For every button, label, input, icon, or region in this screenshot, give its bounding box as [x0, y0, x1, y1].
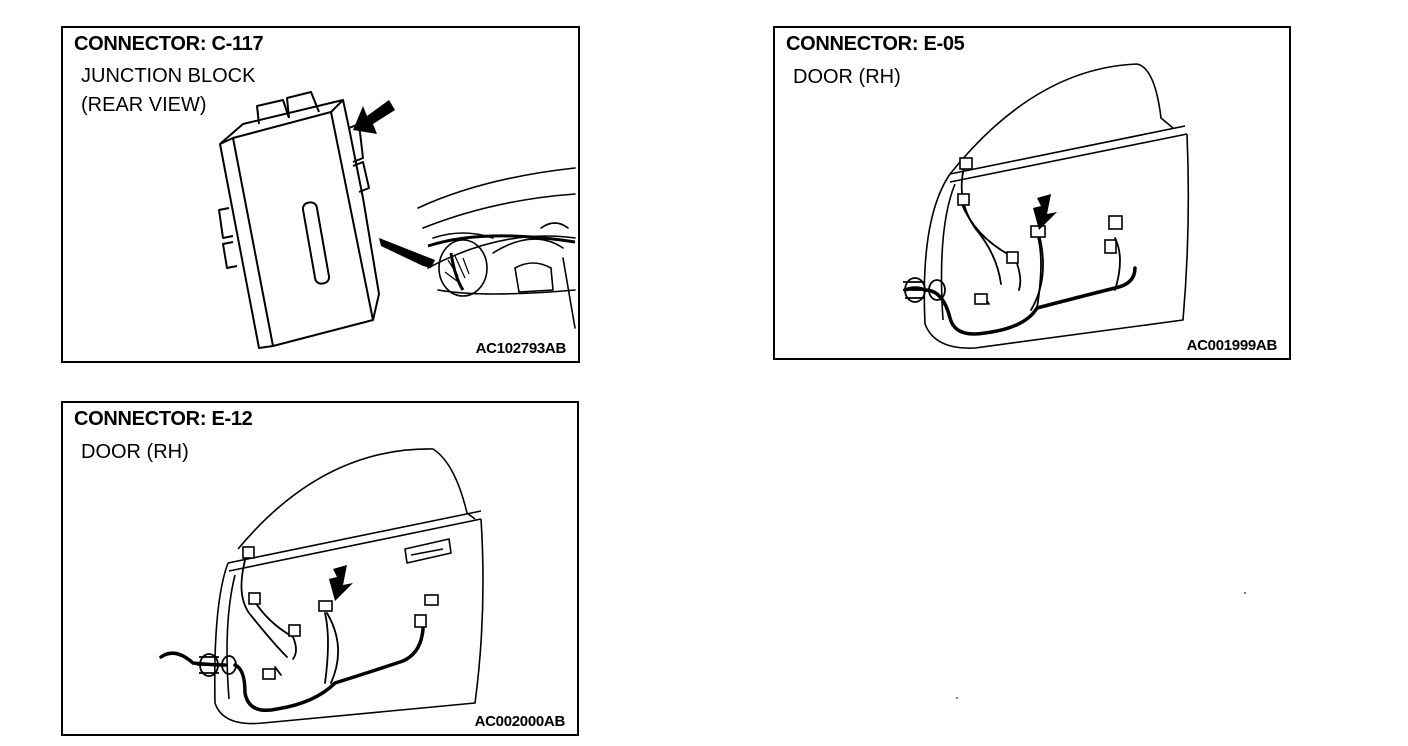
component-label: DOOR (RH) [81, 441, 189, 463]
scan-speck [956, 697, 958, 699]
figure-code: AC002000AB [474, 713, 566, 730]
connector-plug-icon [242, 546, 439, 680]
connector-title: CONNECTOR: E-05 [786, 33, 965, 55]
door-harness-illustration [903, 63, 1190, 349]
scan-speck [1244, 592, 1246, 594]
component-label: JUNCTION BLOCK [81, 65, 256, 87]
pointer-arrow-icon [329, 565, 353, 601]
connector-plug-icon [957, 157, 1123, 305]
pointer-arrow-icon [353, 100, 395, 134]
figure-code: AC001999AB [1186, 337, 1278, 354]
door-harness-illustration [159, 448, 484, 725]
pointer-arrow-icon [379, 238, 435, 268]
connector-panel-e05: CONNECTOR: E-05 DOOR (RH) [773, 26, 1291, 360]
view-label: (REAR VIEW) [81, 94, 207, 116]
pointer-arrow-icon [1033, 194, 1057, 230]
connector-title: CONNECTOR: C-117 [74, 33, 264, 55]
connector-panel-e12: CONNECTOR: E-12 DOOR (RH) [61, 401, 579, 736]
junction-block-illustration [218, 91, 576, 349]
connector-title: CONNECTOR: E-12 [74, 408, 253, 430]
connector-panel-c117: CONNECTOR: C-117 JUNCTION BLOCK (REAR VI… [61, 26, 580, 363]
component-label: DOOR (RH) [793, 66, 901, 88]
figure-code: AC102793AB [475, 340, 567, 357]
